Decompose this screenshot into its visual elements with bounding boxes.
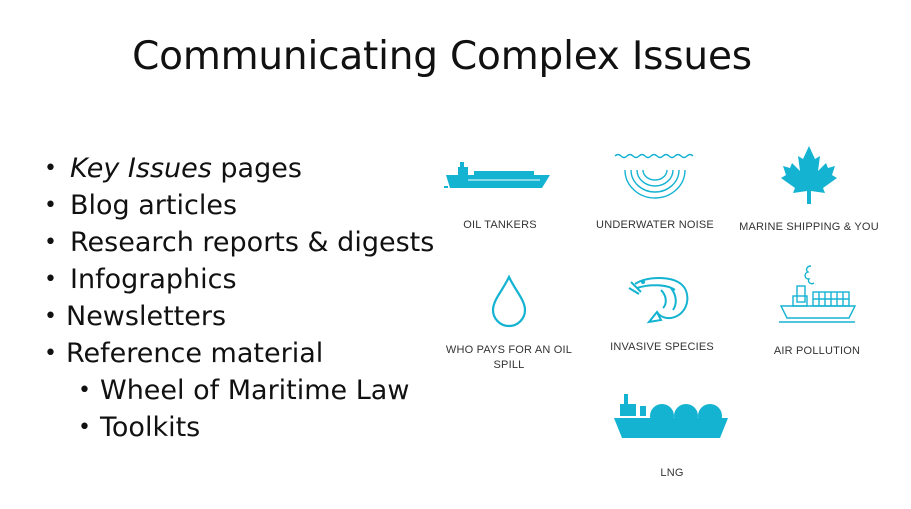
tile-invasive-species[interactable]: INVASIVE SPECIES xyxy=(587,270,737,355)
smoking-ship-icon xyxy=(779,265,857,323)
tile-label: OIL TANKERS xyxy=(463,219,537,231)
tile-label: INVASIVE SPECIES xyxy=(610,341,714,353)
tanker-ship-icon xyxy=(444,162,550,188)
bullet-item: •Research reports & digests xyxy=(44,227,435,258)
slide-title: Communicating Complex Issues xyxy=(132,34,752,79)
sub-bullet-item: •Toolkits xyxy=(78,412,201,443)
oil-drop-icon xyxy=(491,274,527,328)
tile-oil-spill[interactable]: WHO PAYS FOR AN OIL SPILL xyxy=(434,274,584,373)
tile-label: WHO PAYS FOR AN OIL SPILL xyxy=(445,344,573,371)
bullet-item: •Reference material xyxy=(44,338,324,369)
tile-air-pollution[interactable]: AIR POLLUTION xyxy=(742,262,892,359)
sub-bullet-item: •Wheel of Maritime Law xyxy=(78,375,410,406)
tile-label: AIR POLLUTION xyxy=(773,345,861,357)
tile-label: UNDERWATER NOISE xyxy=(596,219,714,231)
bullet-item: •Newsletters xyxy=(44,301,227,332)
tile-marine-shipping[interactable]: MARINE SHIPPING & YOU xyxy=(734,144,884,235)
bullet-list: •Key Issues pages •Blog articles •Resear… xyxy=(44,150,434,446)
tile-label: LNG xyxy=(660,467,684,479)
tile-underwater-noise[interactable]: UNDERWATER NOISE xyxy=(580,150,730,233)
bullet-item: •Infographics xyxy=(44,264,237,295)
tile-label: MARINE SHIPPING & YOU xyxy=(739,221,879,233)
lng-carrier-icon xyxy=(614,394,728,438)
tile-lng[interactable]: LNG xyxy=(597,390,747,481)
bullet-item: •Key Issues pages xyxy=(44,153,302,184)
sound-waves-icon xyxy=(614,153,694,199)
maple-leaf-icon xyxy=(781,146,837,204)
bullet-item: •Blog articles xyxy=(44,190,238,221)
shrimp-icon xyxy=(628,277,689,324)
tile-oil-tankers[interactable]: OIL TANKERS xyxy=(425,150,575,233)
